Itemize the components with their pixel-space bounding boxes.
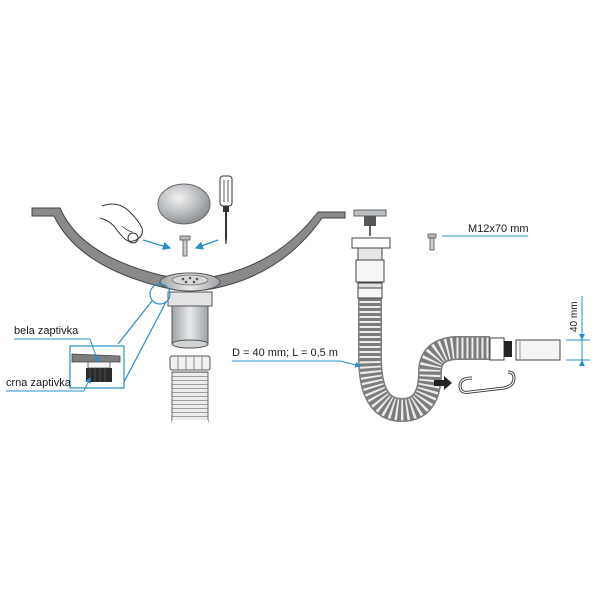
height-dimension xyxy=(566,296,590,366)
short-corrugated-hose xyxy=(171,371,209,424)
hose-end-fitting xyxy=(489,337,512,361)
corrugated-trap-hose xyxy=(357,287,490,423)
stopper-cap xyxy=(157,183,211,225)
hand-icon xyxy=(99,203,143,244)
label-bela-zaptivka: bela zaptivka xyxy=(14,325,79,337)
assembly-arrows xyxy=(142,239,219,251)
drain-flange xyxy=(159,272,221,292)
outlet-adapter xyxy=(515,339,561,361)
sink-bowl xyxy=(31,207,346,291)
label-screw-spec: M12x70 mm xyxy=(468,223,529,235)
screwdriver-icon xyxy=(219,175,233,244)
label-hose-spec: D = 40 mm; L = 0,5 m xyxy=(232,347,338,359)
drain-body xyxy=(167,291,213,349)
label-crna-zaptivka: crna zaptivka xyxy=(6,377,72,389)
hanger-hook xyxy=(458,370,516,394)
hook-arrow xyxy=(434,376,452,390)
leader-crna-zaptivka-arrow xyxy=(83,377,91,392)
overflow-body xyxy=(351,237,391,290)
leader-hose-spec-arrow xyxy=(339,360,361,368)
m12-screw xyxy=(427,233,437,251)
detail-callout xyxy=(117,283,171,383)
overflow-cap xyxy=(353,209,387,236)
center-screw xyxy=(179,235,191,257)
label-height-dim: 40 mm xyxy=(569,301,580,332)
leader-bela-zaptivka-arrow xyxy=(89,338,100,363)
drain-nut xyxy=(169,355,211,371)
gasket-detail-view xyxy=(69,345,125,389)
